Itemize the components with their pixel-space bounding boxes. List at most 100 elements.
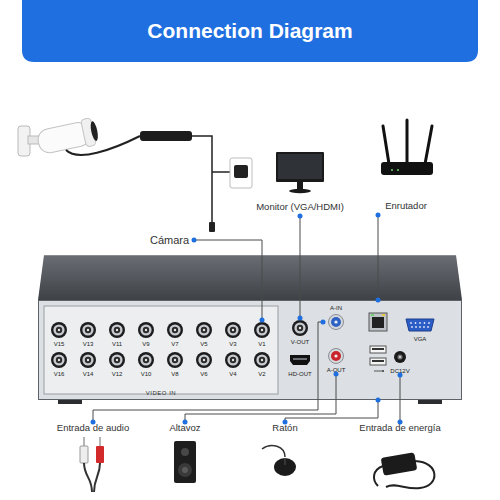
usb-tongue (372, 348, 384, 350)
port-connector-holder (249, 350, 275, 370)
bnc-metal (53, 324, 64, 335)
bnc-core (297, 325, 303, 331)
usb-port (370, 358, 386, 365)
port-connector (387, 347, 413, 367)
bnc-core (56, 327, 62, 333)
connector-dot (298, 214, 303, 219)
bnc-ring (225, 352, 241, 368)
bnc-core (85, 357, 91, 363)
port-label: V15 (38, 340, 80, 348)
bnc-metal (53, 354, 64, 365)
bnc-pin (87, 359, 89, 361)
router-led (391, 169, 393, 171)
router-body (381, 162, 433, 175)
connector-dot (91, 420, 96, 425)
bnc-core (259, 327, 265, 333)
connector-dot (376, 213, 381, 218)
port-connector-holder (323, 312, 349, 332)
port-connector-holder (133, 350, 159, 370)
bnc-core (143, 357, 149, 363)
port-connector-holder (162, 320, 188, 340)
router-antenna (383, 126, 389, 164)
text-group: V12 (96, 370, 138, 378)
port-label: V4 (212, 370, 254, 378)
text-group: VIDEO IN (44, 389, 278, 397)
bnc-pin (232, 329, 234, 331)
bnc-metal (111, 354, 122, 365)
port-label: A-OUT (315, 366, 357, 374)
panel-label: VIDEO IN (44, 389, 278, 397)
bnc-metal (227, 324, 238, 335)
port-label: V14 (67, 370, 109, 378)
rca-pin (334, 320, 337, 323)
text-group: VGA (394, 335, 446, 343)
red-plug (96, 446, 104, 463)
plug-tip (99, 437, 101, 446)
camera-cable (66, 136, 140, 155)
text-group: V2 (241, 370, 283, 378)
dvr-foot (58, 400, 82, 404)
vga-pin (411, 326, 413, 328)
dvr-port: V-OUT (287, 318, 313, 346)
bnc-metal (82, 354, 93, 365)
plug-cable (94, 463, 100, 492)
dvr-foot (418, 400, 442, 404)
bnc-core (114, 357, 120, 363)
dvr-port: A-OUT (323, 346, 349, 374)
text-group: Entrada de audio (43, 422, 143, 434)
adapter-cable (386, 461, 434, 488)
text-group: A-IN (315, 304, 357, 312)
dvr-port: V16 (46, 350, 72, 378)
usb-port (370, 346, 386, 353)
port-connector (287, 350, 313, 370)
port-connector-holder (287, 318, 313, 338)
port-label: V11 (96, 340, 138, 348)
text-group: Ratón (252, 422, 318, 434)
bnc-pin (203, 329, 205, 331)
dvr-port: V5 (191, 320, 217, 348)
connector-dot (183, 420, 188, 425)
mouse-body (274, 458, 296, 476)
port-connector-holder (387, 347, 413, 367)
text-group: V8 (154, 370, 196, 378)
lan-port (369, 313, 387, 331)
port-label: A-IN (315, 304, 357, 312)
port-label: HD-OUT (279, 370, 321, 378)
bnc-core (201, 327, 207, 333)
dvr-port: VGA (402, 315, 438, 343)
dvr-port: A-IN (323, 304, 349, 332)
bnc-pin (145, 359, 147, 361)
rca-ring (329, 349, 344, 364)
camera-lens (89, 121, 99, 142)
dvr-port: HD-OUT (287, 350, 313, 378)
port-connector (162, 350, 188, 370)
connector-dot (398, 373, 403, 378)
bnc-pin (299, 327, 301, 329)
speaker-cone (182, 467, 188, 473)
monitor-base (289, 189, 311, 193)
port-label: V13 (67, 340, 109, 348)
device-label: Cámara (150, 232, 189, 248)
dvr-port: V4 (220, 350, 246, 378)
connector-dot (398, 420, 403, 425)
bnc-core (230, 327, 236, 333)
dc-jack-inner (398, 355, 403, 360)
device-node: Entrada de audio (53, 422, 133, 492)
bnc-pin (232, 359, 234, 361)
port-label: DC12V (379, 367, 421, 375)
bnc-metal (140, 324, 151, 335)
dvr-port: V3 (220, 320, 246, 348)
port-connector-holder (162, 350, 188, 370)
port-connector-holder (75, 350, 101, 370)
dvr-top-face (38, 255, 462, 300)
text-group: V13 (67, 340, 109, 348)
speaker-box (174, 441, 196, 483)
port-connector (46, 320, 72, 340)
text-group: Altavoz (150, 422, 220, 434)
port-connector-holder (402, 315, 438, 335)
usb-symbol (382, 370, 384, 372)
text-group: Enrutador (352, 200, 460, 212)
bnc-core (56, 357, 62, 363)
lan-socket (372, 317, 384, 328)
text-group: V5 (183, 340, 225, 348)
